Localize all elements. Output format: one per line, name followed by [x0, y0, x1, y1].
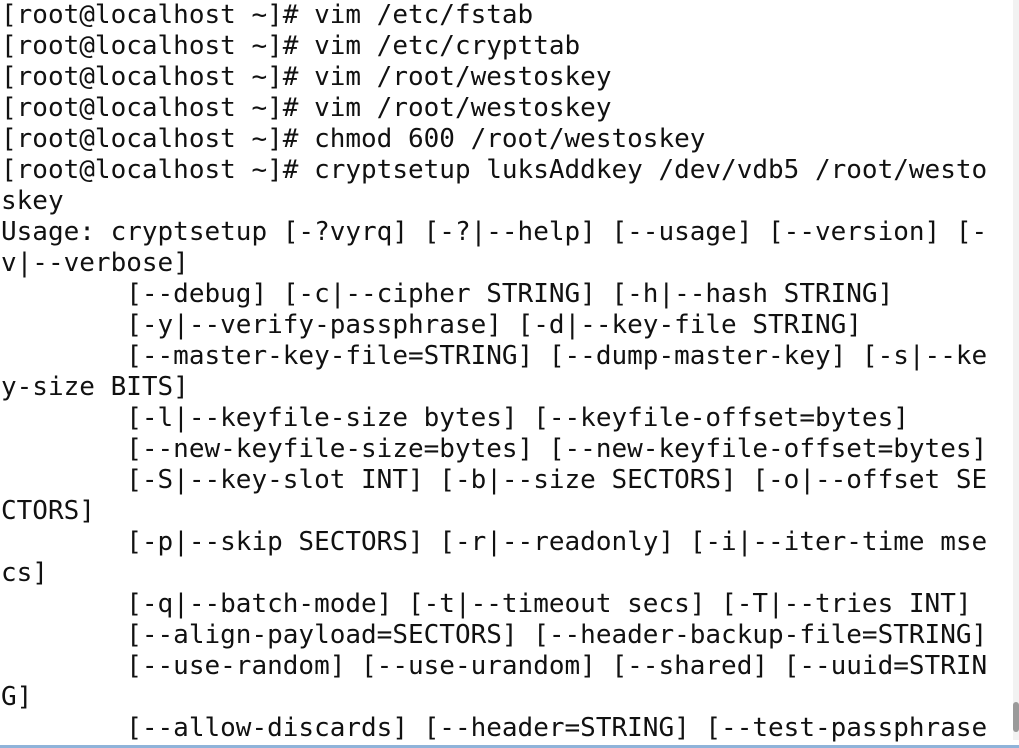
terminal-line: G]	[1, 682, 33, 712]
scrollbar-thumb[interactable]	[1013, 702, 1019, 732]
terminal-line: [--allow-discards] [--header=STRING] [--…	[1, 713, 988, 743]
terminal-line: [--debug] [-c|--cipher STRING] [-h|--has…	[1, 279, 894, 309]
terminal-line: [-q|--batch-mode] [-t|--timeout secs] [-…	[1, 589, 972, 619]
terminal-line: y-size BITS]	[1, 372, 189, 402]
terminal-output: [root@localhost ~]# vim /etc/fstab[root@…	[1, 0, 987, 744]
scrollbar[interactable]	[1013, 0, 1019, 740]
terminal-line: [root@localhost ~]# vim /root/westoskey	[1, 93, 612, 123]
terminal-line: v|--verbose]	[1, 248, 189, 278]
terminal-line: skey	[1, 186, 64, 216]
terminal-line: [-l|--keyfile-size bytes] [--keyfile-off…	[1, 403, 909, 433]
terminal-line: [-y|--verify-passphrase] [-d|--key-file …	[1, 310, 862, 340]
terminal-line: [--master-key-file=STRING] [--dump-maste…	[1, 341, 988, 371]
terminal-line: [-p|--skip SECTORS] [-r|--readonly] [-i|…	[1, 527, 988, 557]
terminal-line: [root@localhost ~]# vim /root/westoskey	[1, 62, 612, 92]
terminal-line: [--use-random] [--use-urandom] [--shared…	[1, 651, 988, 681]
terminal-line: cs]	[1, 558, 48, 588]
terminal-line: [root@localhost ~]# chmod 600 /root/west…	[1, 124, 706, 154]
terminal-line: [--align-payload=SECTORS] [--header-back…	[1, 620, 988, 650]
terminal-line: CTORS]	[1, 496, 95, 526]
terminal-line: Usage: cryptsetup [-?vyrq] [-?|--help] […	[1, 217, 988, 247]
window-bottom-border	[0, 745, 1019, 748]
terminal-line: [--new-keyfile-size=bytes] [--new-keyfil…	[1, 434, 988, 464]
terminal-line: [root@localhost ~]# cryptsetup luksAddke…	[1, 155, 988, 185]
terminal-line: [root@localhost ~]# vim /etc/fstab	[1, 0, 534, 30]
terminal-line: [root@localhost ~]# vim /etc/crypttab	[1, 31, 581, 61]
terminal-line: [-S|--key-slot INT] [-b|--size SECTORS] …	[1, 465, 988, 495]
